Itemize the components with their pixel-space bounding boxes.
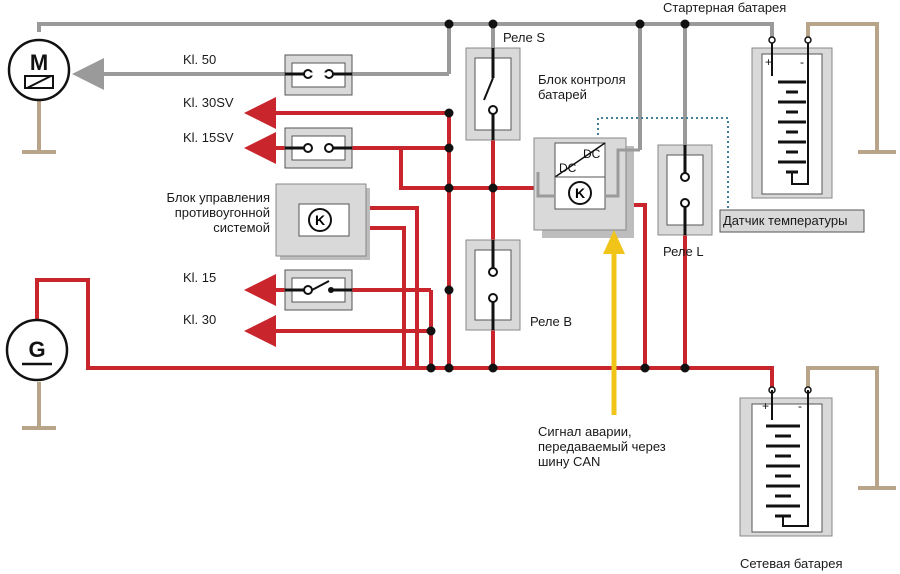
battery-control-unit: DC DC K (533, 137, 640, 238)
generator-symbol: G (28, 337, 45, 362)
immobilizer-symbol: K (315, 212, 325, 228)
battery-control-unit-label: Блок контроля батарей (538, 72, 626, 102)
dc-label-bottom: DC (559, 161, 577, 175)
temperature-sensor-box (719, 209, 865, 233)
kl50-relay (284, 54, 353, 96)
starter-battery-plus: + (765, 55, 772, 69)
terminal-kl15sv: Kl. 15SV (183, 130, 234, 145)
starter-battery-label: Стартерная батарея (663, 0, 787, 15)
starter-motor: M (7, 38, 71, 102)
battery-control-symbol: K (575, 185, 585, 201)
ground-lines (22, 22, 896, 490)
control-lines (37, 22, 774, 150)
relay-b (465, 239, 521, 331)
generator: G (5, 318, 69, 382)
relay-s (465, 47, 521, 141)
network-battery: + - (739, 386, 833, 537)
temperature-sensor-line (597, 117, 729, 212)
network-battery-minus: - (798, 399, 802, 413)
can-signal-label: Сигнал аварии, передаваемый через шину C… (538, 424, 666, 469)
dc-label-top: DC (583, 147, 601, 161)
terminal-kl50: Kl. 50 (183, 52, 217, 67)
temperature-sensor-label: Датчик температуры (723, 213, 848, 228)
motor-symbol: M (30, 50, 48, 75)
terminal-kl15: Kl. 15 (183, 270, 217, 285)
relay-s-label: Реле S (503, 30, 545, 45)
starter-battery-minus: - (800, 55, 804, 69)
relay-l (657, 144, 713, 236)
immobilizer-control-unit: K (275, 183, 370, 260)
terminal-kl30: Kl. 30 (183, 312, 217, 327)
can-signal-arrow (603, 230, 625, 415)
kl15sv-relay (284, 127, 353, 169)
starter-battery: + - (751, 36, 833, 199)
network-battery-label: Сетевая батарея (740, 556, 843, 571)
relay-b-label: Реле B (530, 314, 572, 329)
immobilizer-unit-label: Блок управления противоугонной системой (166, 190, 270, 235)
network-battery-plus: + (762, 399, 769, 413)
terminal-kl30sv: Kl. 30SV (183, 95, 234, 110)
kl15-relay (284, 269, 353, 311)
junction-dots (426, 19, 690, 373)
relay-l-label: Реле L (663, 244, 704, 259)
